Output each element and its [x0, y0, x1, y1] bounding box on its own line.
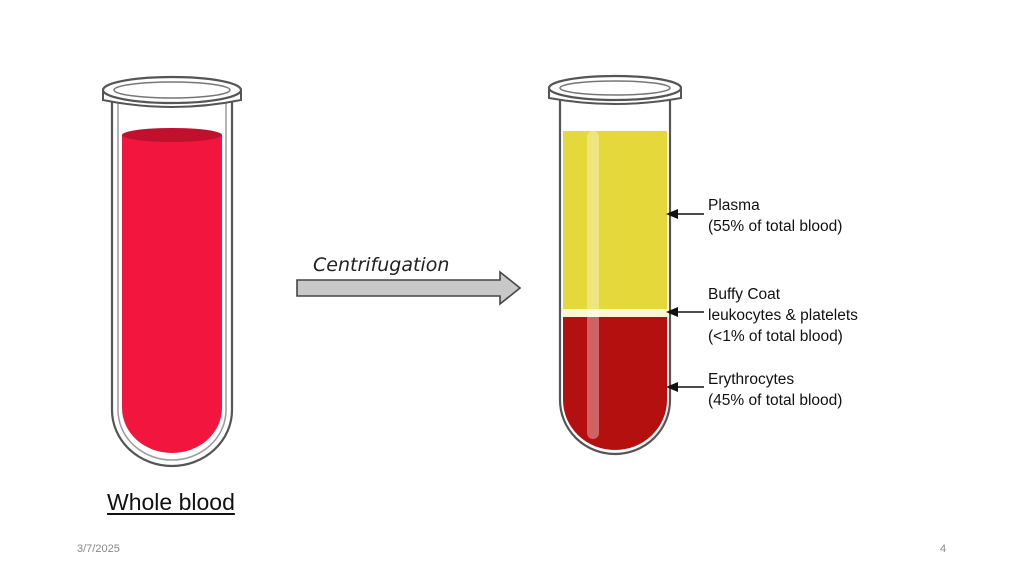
centrifugation-arrow: [296, 270, 522, 306]
whole-blood-tube-outline: [110, 98, 234, 468]
plasma-percent: (55% of total blood): [708, 218, 843, 235]
whole-blood-fill: [122, 135, 222, 453]
plasma-pointer: [666, 209, 704, 219]
buffy-coat-content: leukocytes & platelets: [708, 307, 858, 324]
separated-tube-outline: [558, 95, 672, 456]
buffy-coat-percent: (<1% of total blood): [708, 328, 843, 345]
whole-blood-surface: [122, 128, 222, 142]
whole-blood-caption: Whole blood: [107, 489, 235, 515]
buffy-coat-annotation: Buffy Coat leukocytes & platelets (<1% o…: [708, 284, 858, 347]
separated-blood-tube: [547, 74, 683, 456]
erythrocytes-annotation: Erythrocytes (45% of total blood): [708, 369, 842, 411]
footer-page-number: 4: [940, 543, 947, 555]
buffy-coat-title: Buffy Coat: [708, 286, 781, 303]
erythrocytes-percent: (45% of total blood): [708, 392, 843, 409]
footer-date: 3/7/2025: [77, 543, 120, 555]
plasma-layer: [563, 131, 667, 309]
erythrocytes-layer: [563, 316, 667, 450]
erythrocytes-pointer: [666, 382, 704, 392]
buffy-coat-layer: [563, 308, 667, 317]
plasma-annotation: Plasma (55% of total blood): [708, 195, 842, 237]
centrifugation-label: Centrifugation: [313, 254, 450, 276]
buffy-coat-pointer: [666, 307, 704, 317]
whole-blood-tube: [101, 75, 243, 468]
plasma-title: Plasma: [708, 197, 760, 214]
erythrocytes-title: Erythrocytes: [708, 371, 795, 388]
